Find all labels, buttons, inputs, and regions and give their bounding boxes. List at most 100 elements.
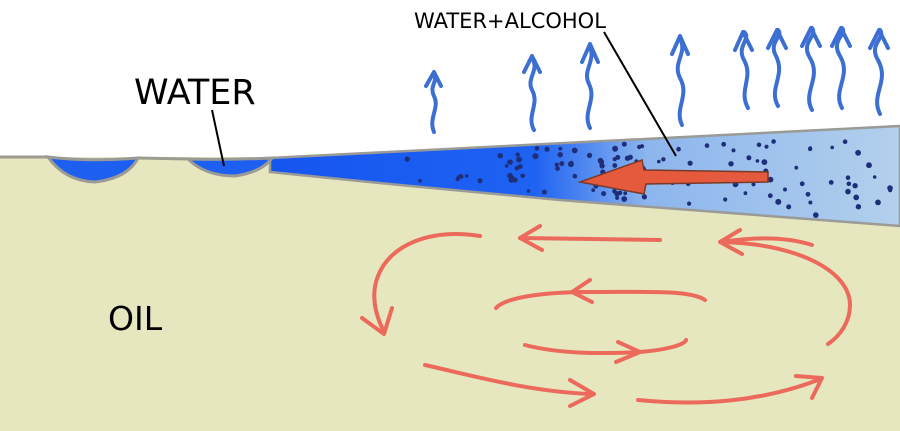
droplet-dot xyxy=(767,176,774,183)
droplet-dot xyxy=(845,188,851,195)
droplet-dot xyxy=(731,148,736,153)
droplet-dot xyxy=(534,146,540,151)
droplet-dot xyxy=(516,156,522,163)
droplet-dot xyxy=(771,139,776,144)
droplet-dot xyxy=(418,178,422,183)
curved-arrow-icon xyxy=(360,232,482,336)
droplet-dot xyxy=(807,146,813,152)
droplet-dot xyxy=(786,204,792,210)
droplet-dot xyxy=(813,212,819,218)
water-label-leader xyxy=(211,109,225,167)
evaporation-arrow-icon xyxy=(830,26,852,110)
droplet-dot xyxy=(507,160,512,165)
evaporation-arrow-icon xyxy=(424,70,443,134)
droplet-dot xyxy=(743,191,748,196)
droplet-dot xyxy=(875,199,881,206)
droplet-dot xyxy=(783,187,787,192)
water-label: WATER xyxy=(134,73,256,113)
droplet-dot xyxy=(767,193,773,199)
evaporation-arrow-icon xyxy=(868,28,890,116)
droplet-dot xyxy=(507,172,513,179)
droplet-dot xyxy=(520,173,525,179)
droplet-dot xyxy=(756,142,762,148)
droplet-dot xyxy=(567,161,574,168)
droplet-dot xyxy=(853,194,860,201)
evaporation-arrow-icon xyxy=(580,42,600,130)
curved-arrow-icon xyxy=(636,374,824,405)
droplet-dot xyxy=(852,183,858,189)
droplet-dot xyxy=(764,144,769,149)
droplet-dot xyxy=(746,155,752,161)
curved-arrow-icon xyxy=(518,224,662,252)
droplet-dot xyxy=(526,189,531,193)
droplet-dot xyxy=(571,147,578,154)
left-arrow-icon xyxy=(577,159,769,195)
droplet-dot xyxy=(515,152,520,157)
droplet-dot xyxy=(512,177,518,183)
oil-circulation-arrows xyxy=(360,224,852,408)
droplet-dot xyxy=(508,177,514,183)
droplet-dot xyxy=(761,159,768,166)
droplet-dot xyxy=(464,174,469,178)
droplet-dot xyxy=(751,182,756,187)
droplet-dot xyxy=(404,156,410,162)
evaporation-arrow-icon xyxy=(670,34,690,127)
droplet-dot xyxy=(845,175,851,180)
oil-label: OIL xyxy=(108,299,163,338)
droplet-dot xyxy=(842,139,848,144)
water-alcohol-label: WATER+ALCOHOL xyxy=(414,9,606,33)
droplet-dot xyxy=(728,161,734,167)
droplet-dot xyxy=(586,152,593,158)
oil-surface-line xyxy=(0,155,189,161)
evaporation-arrow-icon xyxy=(733,30,754,110)
droplet-dot xyxy=(775,198,782,205)
evaporation-arrow-icon xyxy=(522,54,542,132)
droplet-dot xyxy=(872,175,877,179)
droplet-dot xyxy=(612,145,619,152)
droplet-dot xyxy=(458,174,464,179)
droplet-dot xyxy=(704,143,710,148)
droplet-dot xyxy=(559,161,565,167)
curved-arrow-icon xyxy=(638,338,688,354)
droplet-dot xyxy=(794,165,799,170)
curved-arrow-icon xyxy=(720,240,852,346)
surface-flow-arrow xyxy=(577,159,769,195)
droplet-dot xyxy=(721,141,727,147)
droplet-dot xyxy=(623,191,628,196)
droplet-dot xyxy=(624,155,631,161)
droplet-dot xyxy=(617,190,623,196)
droplet-dot xyxy=(687,160,693,166)
droplet-dot xyxy=(755,159,760,163)
droplet-dot xyxy=(888,188,893,193)
droplet-dot xyxy=(866,162,872,169)
droplet-dot xyxy=(532,153,539,160)
water-puddle-middle xyxy=(184,156,276,178)
evaporation-arrows xyxy=(424,26,890,134)
droplet-dot xyxy=(504,164,509,168)
droplet-dot xyxy=(557,152,563,158)
droplet-dot xyxy=(599,163,605,169)
droplet-dot xyxy=(808,200,813,205)
droplet-dot xyxy=(661,157,666,162)
droplet-dot xyxy=(601,191,607,197)
droplet-dot xyxy=(572,173,578,179)
droplet-dot xyxy=(554,162,559,167)
droplet-dot xyxy=(621,141,627,147)
droplet-dot xyxy=(591,188,596,193)
water-film-layer xyxy=(268,124,900,228)
droplet-dot xyxy=(612,163,618,168)
droplet-dot xyxy=(637,144,642,150)
droplet-dot xyxy=(855,204,862,210)
curved-arrow-icon xyxy=(423,363,596,408)
droplet-dot xyxy=(799,181,805,187)
oil-region xyxy=(0,157,900,431)
droplet-dot xyxy=(846,181,852,187)
evaporation-arrow-icon xyxy=(766,28,788,108)
droplet-dot xyxy=(555,166,560,172)
droplet-dot xyxy=(544,146,550,152)
curved-arrow-icon xyxy=(494,278,707,310)
droplet-dot xyxy=(612,157,617,162)
droplet-dot xyxy=(805,191,811,197)
